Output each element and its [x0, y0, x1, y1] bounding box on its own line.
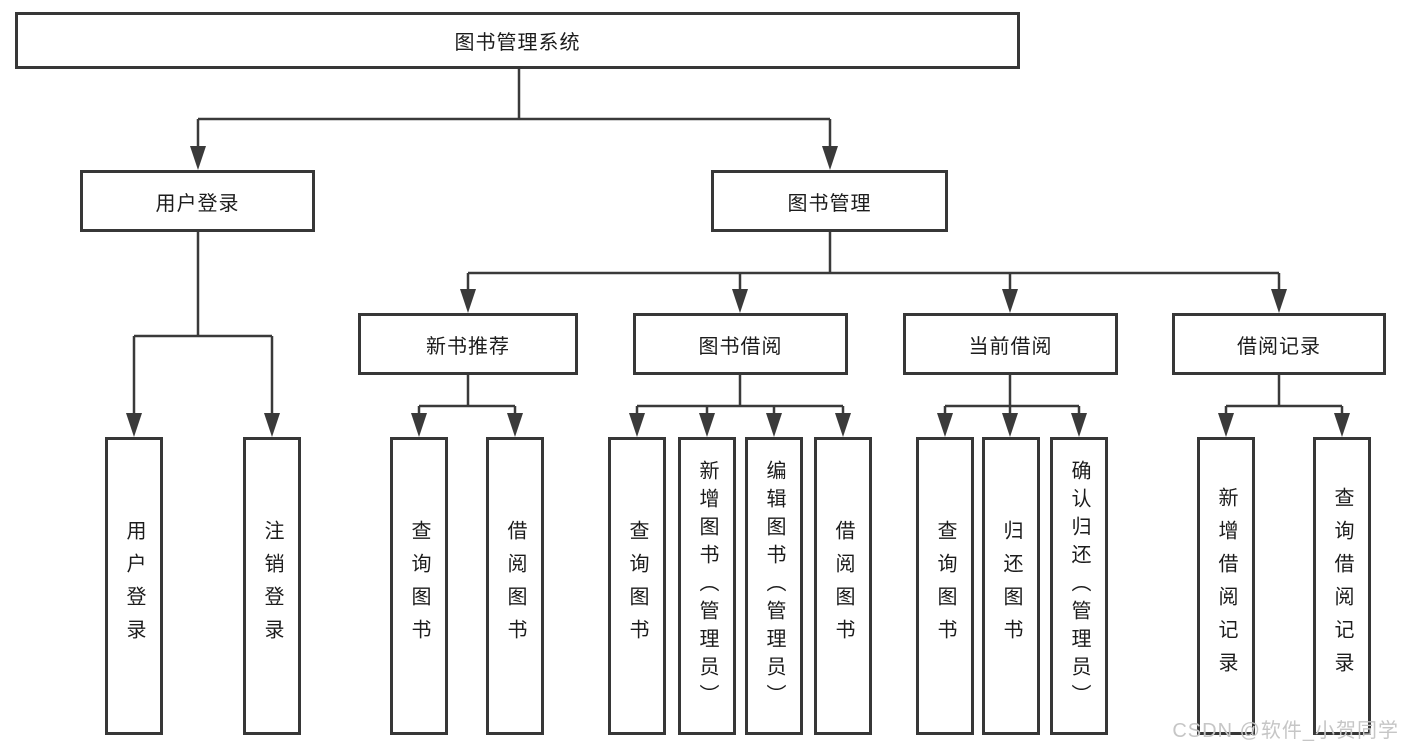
- arrow-down-icon: [1334, 413, 1350, 437]
- arrowheads: [126, 146, 1350, 437]
- connector-borrow-record-children: [1224, 375, 1344, 416]
- node-query-books-2: 查询图书: [608, 437, 666, 735]
- arrow-down-icon: [460, 289, 476, 313]
- arrow-down-icon: [411, 413, 427, 437]
- arrow-down-icon: [937, 413, 953, 437]
- arrow-down-icon: [190, 146, 206, 170]
- node-user-login: 用户登录: [80, 170, 315, 232]
- node-borrow-books-2: 借阅图书: [814, 437, 872, 735]
- node-return-books: 归还图书: [982, 437, 1040, 735]
- arrow-down-icon: [766, 413, 782, 437]
- connector-book-mgmt-children: [466, 232, 1281, 291]
- node-logout-action: 注销登录: [243, 437, 301, 735]
- arrow-down-icon: [732, 289, 748, 313]
- arrow-down-icon: [1271, 289, 1287, 313]
- node-borrowing-records: 借阅记录: [1172, 313, 1386, 375]
- connector-book-borrow-children: [635, 375, 845, 416]
- node-new-book-recommendation: 新书推荐: [358, 313, 578, 375]
- arrow-down-icon: [1071, 413, 1087, 437]
- connector-root-to-level1: [196, 69, 832, 148]
- connector-new-book-children: [417, 375, 517, 416]
- arrow-down-icon: [835, 413, 851, 437]
- node-query-books-1: 查询图书: [390, 437, 448, 735]
- node-book-borrowing: 图书借阅: [633, 313, 848, 375]
- node-confirm-return-admin: 确认归还（管理员）: [1050, 437, 1108, 735]
- connector-current-borrow-children: [943, 375, 1081, 416]
- arrow-down-icon: [699, 413, 715, 437]
- csdn-watermark: CSDN @软件_小贺同学: [1172, 720, 1399, 742]
- arrow-down-icon: [1002, 289, 1018, 313]
- node-library-management-system: 图书管理系统: [15, 12, 1020, 69]
- arrow-down-icon: [507, 413, 523, 437]
- node-query-borrow-record: 查询借阅记录: [1313, 437, 1371, 735]
- arrow-down-icon: [822, 146, 838, 170]
- node-add-books-admin: 新增图书（管理员）: [678, 437, 736, 735]
- arrow-down-icon: [629, 413, 645, 437]
- connector-lines: [132, 69, 1344, 416]
- node-user-login-action: 用户登录: [105, 437, 163, 735]
- node-book-management: 图书管理: [711, 170, 948, 232]
- arrow-down-icon: [1002, 413, 1018, 437]
- node-edit-books-admin: 编辑图书（管理员）: [745, 437, 803, 735]
- connector-user-login-children: [132, 232, 274, 416]
- node-query-books-3: 查询图书: [916, 437, 974, 735]
- arrow-down-icon: [126, 413, 142, 437]
- arrow-down-icon: [264, 413, 280, 437]
- arrow-down-icon: [1218, 413, 1234, 437]
- node-borrow-books-1: 借阅图书: [486, 437, 544, 735]
- node-current-borrowing: 当前借阅: [903, 313, 1118, 375]
- node-add-borrow-record: 新增借阅记录: [1197, 437, 1255, 735]
